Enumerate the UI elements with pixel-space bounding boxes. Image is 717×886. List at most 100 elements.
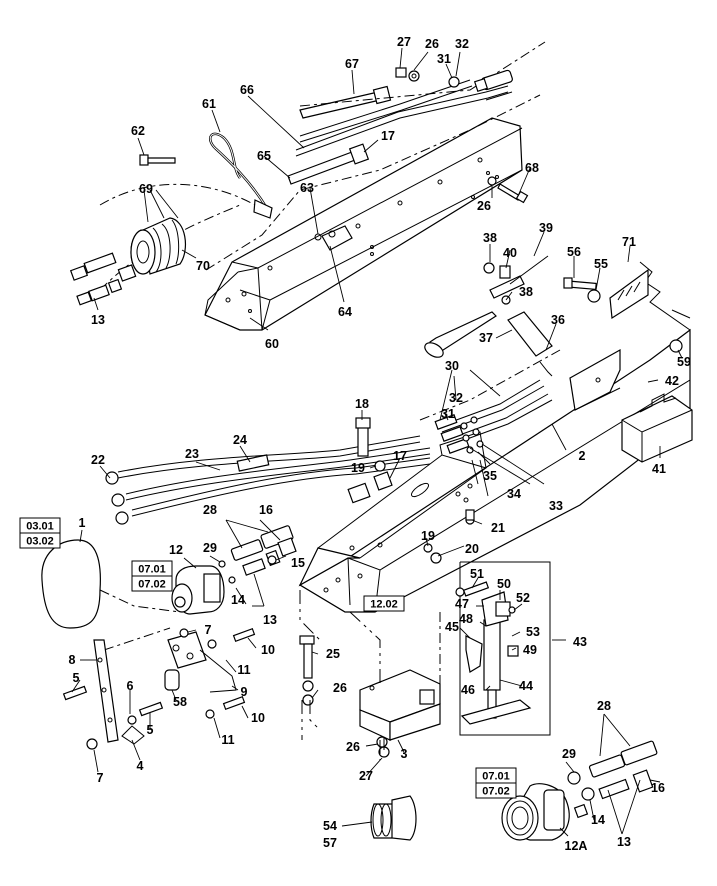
ref-12-02: 12.02	[370, 599, 398, 611]
callout-56: 56	[567, 245, 581, 259]
callout-26: 26	[346, 740, 360, 754]
callout-33: 33	[549, 499, 563, 513]
callout-25: 25	[326, 647, 340, 661]
callout-39: 39	[539, 221, 553, 235]
motor-assembly	[41, 525, 297, 750]
callout-54: 54	[323, 819, 337, 833]
callout-29: 29	[562, 747, 576, 761]
callout-28: 28	[597, 699, 611, 713]
callout-16: 16	[259, 503, 273, 517]
callout-31: 31	[441, 407, 455, 421]
callout-11: 11	[221, 733, 234, 747]
ref-03-02: 03.02	[26, 536, 54, 548]
callout-60: 60	[265, 337, 279, 351]
callout-67: 67	[345, 57, 359, 71]
callout-48: 48	[459, 612, 473, 626]
callout-14: 14	[231, 593, 245, 607]
callout-28: 28	[203, 503, 217, 517]
callout-68: 68	[525, 161, 539, 175]
callout-8: 8	[69, 653, 76, 667]
callout-2: 2	[579, 449, 586, 463]
callout-10: 10	[251, 711, 265, 725]
callout-37: 37	[479, 331, 493, 345]
callout-13: 13	[91, 313, 105, 327]
callout-47: 47	[455, 597, 469, 611]
jack-assembly	[455, 561, 551, 736]
callout-numbers: 27 26 32 31 67 66 61 62 17 65 68 26 69 6…	[69, 35, 691, 853]
hitch-block	[299, 590, 441, 760]
ref-07-02-upper: 07.02	[138, 579, 166, 591]
callout-9: 9	[241, 685, 248, 699]
callout-70: 70	[196, 259, 210, 273]
callout-26: 26	[477, 199, 491, 213]
callout-53: 53	[526, 625, 540, 639]
callout-52: 52	[516, 591, 530, 605]
callout-66: 66	[240, 83, 254, 97]
callout-43: 43	[573, 635, 587, 649]
callout-6: 6	[127, 679, 134, 693]
callout-41: 41	[652, 462, 666, 476]
leader-lines	[71, 47, 683, 837]
callout-69: 69	[139, 182, 153, 196]
callout-63: 63	[300, 181, 314, 195]
callout-3: 3	[401, 747, 408, 761]
callout-57: 57	[323, 836, 337, 850]
reference-boxes: 03.01 03.02 07.01 07.02 12.02 07.01 07.0…	[19, 517, 517, 799]
callout-45: 45	[445, 620, 459, 634]
callout-38: 38	[483, 231, 497, 245]
callout-61: 61	[202, 97, 216, 111]
callout-13: 13	[617, 835, 631, 849]
callout-31: 31	[437, 52, 451, 66]
callout-35: 35	[483, 469, 497, 483]
callout-10: 10	[261, 643, 275, 657]
motor-12a	[370, 740, 658, 841]
callout-55: 55	[594, 257, 608, 271]
callout-19: 19	[351, 461, 365, 475]
callout-44: 44	[519, 679, 533, 693]
callout-49: 49	[523, 643, 537, 657]
callout-36: 36	[551, 313, 565, 327]
callout-27: 27	[359, 769, 373, 783]
callout-58: 58	[173, 695, 187, 709]
callout-51: 51	[470, 567, 484, 581]
callout-14: 14	[591, 813, 605, 827]
callout-22: 22	[91, 453, 105, 467]
callout-50: 50	[497, 577, 511, 591]
ref-07-01-lower: 07.01	[482, 771, 510, 783]
callout-16: 16	[651, 781, 665, 795]
callout-38: 38	[519, 285, 533, 299]
callout-40: 40	[503, 246, 517, 260]
callout-71: 71	[622, 235, 636, 249]
callout-13: 13	[263, 613, 277, 627]
callout-34: 34	[507, 487, 521, 501]
callout-27: 27	[397, 35, 411, 49]
main-frame	[298, 255, 693, 613]
callout-17: 17	[381, 129, 395, 143]
callout-17: 17	[393, 449, 407, 463]
callout-11: 11	[237, 663, 250, 677]
callout-26: 26	[333, 681, 347, 695]
callout-12a: 12A	[565, 839, 588, 853]
callout-24: 24	[233, 433, 247, 447]
callout-15: 15	[291, 556, 305, 570]
callout-19: 19	[421, 529, 435, 543]
callout-46: 46	[461, 683, 475, 697]
callout-5: 5	[73, 671, 80, 685]
hydraulic-lines	[105, 349, 561, 564]
callout-26: 26	[425, 37, 439, 51]
callout-1: 1	[79, 516, 86, 530]
callout-7: 7	[97, 771, 104, 785]
callout-21: 21	[491, 521, 505, 535]
callout-59: 59	[677, 355, 691, 369]
ref-07-01-upper: 07.01	[138, 564, 166, 576]
callout-65: 65	[257, 149, 271, 163]
callout-12: 12	[169, 543, 183, 557]
callout-23: 23	[185, 447, 199, 461]
callout-20: 20	[465, 542, 479, 556]
callout-7: 7	[205, 623, 212, 637]
callout-64: 64	[338, 305, 352, 319]
callout-29: 29	[203, 541, 217, 555]
ref-07-02-lower: 07.02	[482, 786, 510, 798]
